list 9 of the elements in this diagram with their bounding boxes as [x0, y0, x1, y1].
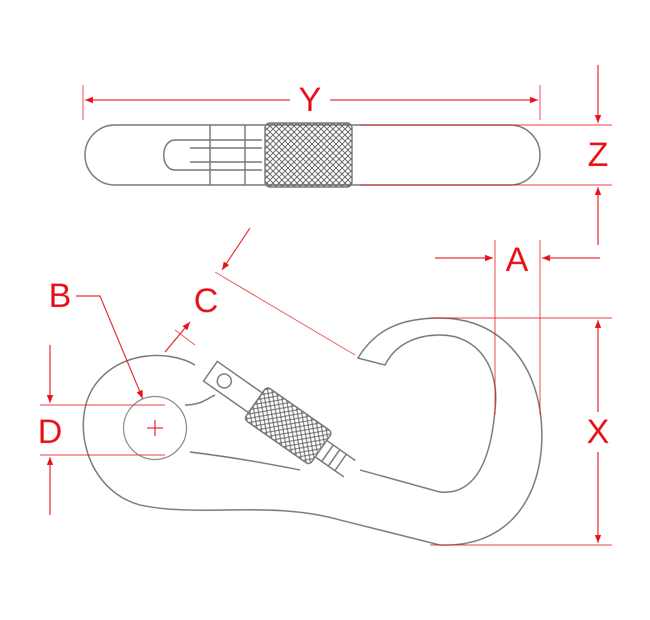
- dimension-letter: C: [192, 283, 220, 319]
- dimension-letter: A: [504, 242, 530, 278]
- dimension-letter: D: [36, 414, 64, 450]
- leader-line: [76, 296, 144, 399]
- dimension-letter: X: [586, 414, 610, 450]
- eye-hole: [123, 396, 187, 460]
- callout-letter: B: [44, 278, 76, 314]
- dimension-letter: Z: [586, 137, 610, 173]
- dimension-letter: Y: [298, 82, 322, 118]
